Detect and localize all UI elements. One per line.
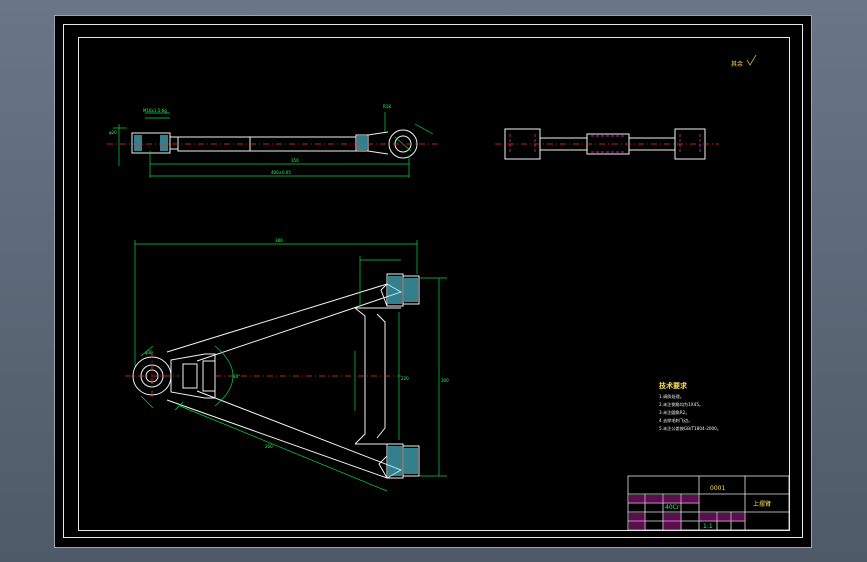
title-block: 0001 上摆臂 40Cr 1:1	[627, 475, 790, 531]
top-view-rod: 350 400±0.05 M16x1.5-6g φ20 R18	[107, 104, 439, 178]
svg-text:260: 260	[265, 444, 273, 449]
note-4: 4.去除毛刺飞边。	[659, 417, 692, 424]
svg-text:M16x1.5-6g: M16x1.5-6g	[143, 108, 167, 113]
material: 40Cr	[665, 504, 680, 511]
svg-text:30°: 30°	[233, 374, 240, 379]
roughness-label: 其余	[731, 60, 743, 68]
part-name: 上摆臂	[753, 500, 771, 508]
svg-text:380: 380	[275, 238, 283, 243]
note-2: 2.未注倒角均为1X45。	[659, 401, 703, 408]
svg-text:φ20: φ20	[109, 130, 117, 135]
notes-title: 技术要求	[659, 381, 688, 390]
note-5: 5.未注公差按GB/T1804-2000。	[659, 425, 721, 432]
note-3: 3.未注圆角R2。	[659, 409, 690, 416]
svg-text:R18: R18	[383, 104, 391, 109]
svg-text:φ30: φ30	[145, 350, 153, 355]
roughness-symbol: 其余	[731, 54, 757, 68]
main-view-a-arm: 380 300 220 260 30° φ30	[125, 238, 449, 492]
scale: 1:1	[703, 523, 713, 530]
svg-text:400±0.05: 400±0.05	[271, 170, 291, 175]
drawing-inner-border	[78, 37, 790, 531]
drawing-canvas: 其余 350	[107, 54, 790, 531]
technical-notes: 技术要求 1.调质处理。 2.未注倒角均为1X45。 3.未注圆角R2。 4.去…	[659, 381, 721, 432]
side-view-sleeve	[495, 128, 719, 160]
svg-text:300: 300	[441, 378, 449, 383]
cad-viewport[interactable]: 其余 350	[54, 15, 812, 548]
note-1: 1.调质处理。	[659, 393, 684, 400]
drawing-outer-border	[63, 24, 803, 538]
drawing-number: 0001	[710, 485, 725, 492]
svg-text:220: 220	[401, 376, 409, 381]
svg-text:350: 350	[291, 158, 299, 163]
